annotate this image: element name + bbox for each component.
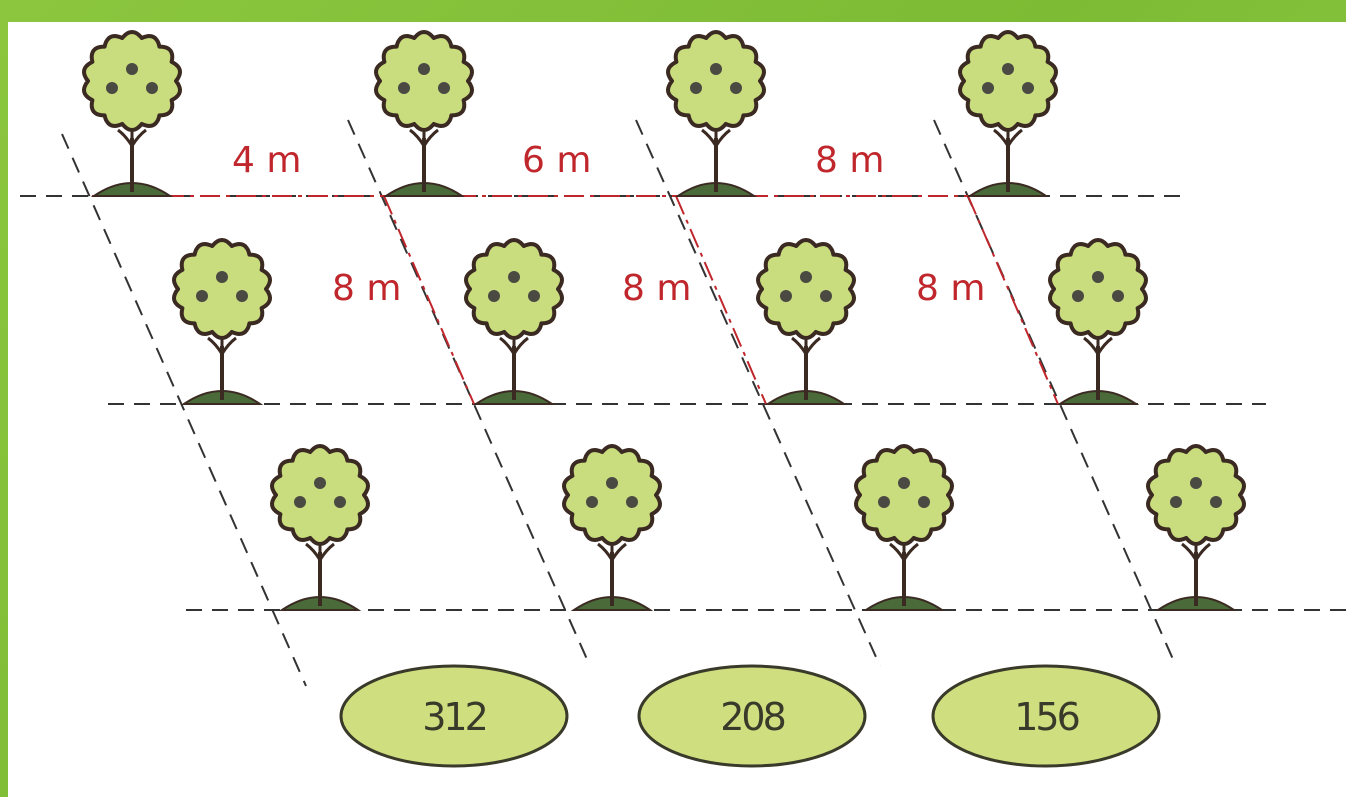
count-ellipse-1: 312 [339, 664, 569, 768]
count-value-2: 208 [720, 695, 784, 739]
tree-icon [958, 30, 1058, 198]
tree-icon [854, 444, 954, 612]
tree-icon [562, 444, 662, 612]
spacing-measure-line [383, 195, 475, 405]
tree-icon [666, 30, 766, 198]
count-value-1: 312 [422, 695, 486, 739]
spacing-measure-line [675, 195, 767, 405]
tree-icon [270, 444, 370, 612]
diagonal-guide-line [933, 119, 1177, 667]
count-ellipse-2: 208 [637, 664, 867, 768]
tree-icon [1048, 238, 1148, 406]
tree-icon [82, 30, 182, 198]
count-value-3: 156 [1014, 695, 1078, 739]
row-spacing-label-3: 8 m [815, 140, 884, 181]
diagonal-spacing-label-3: 8 m [916, 268, 985, 309]
row-spacing-label-2: 6 m [522, 140, 591, 181]
count-ellipse-3: 156 [931, 664, 1161, 768]
tree-icon [756, 238, 856, 406]
tree-icon [464, 238, 564, 406]
spacing-measure-line [967, 195, 1059, 405]
diagonal-spacing-label-2: 8 m [622, 268, 691, 309]
diagonal-guide-line [61, 133, 307, 687]
tree-icon [374, 30, 474, 198]
diagonal-guide-line [635, 119, 881, 667]
diagram-panel [8, 22, 1346, 797]
tree-grid [82, 30, 1246, 612]
tree-icon [172, 238, 272, 406]
row-spacing-label-1: 4 m [232, 140, 301, 181]
diagonal-guide-line [347, 119, 591, 667]
tree-icon [1146, 444, 1246, 612]
diagonal-spacing-label-1: 8 m [332, 268, 401, 309]
